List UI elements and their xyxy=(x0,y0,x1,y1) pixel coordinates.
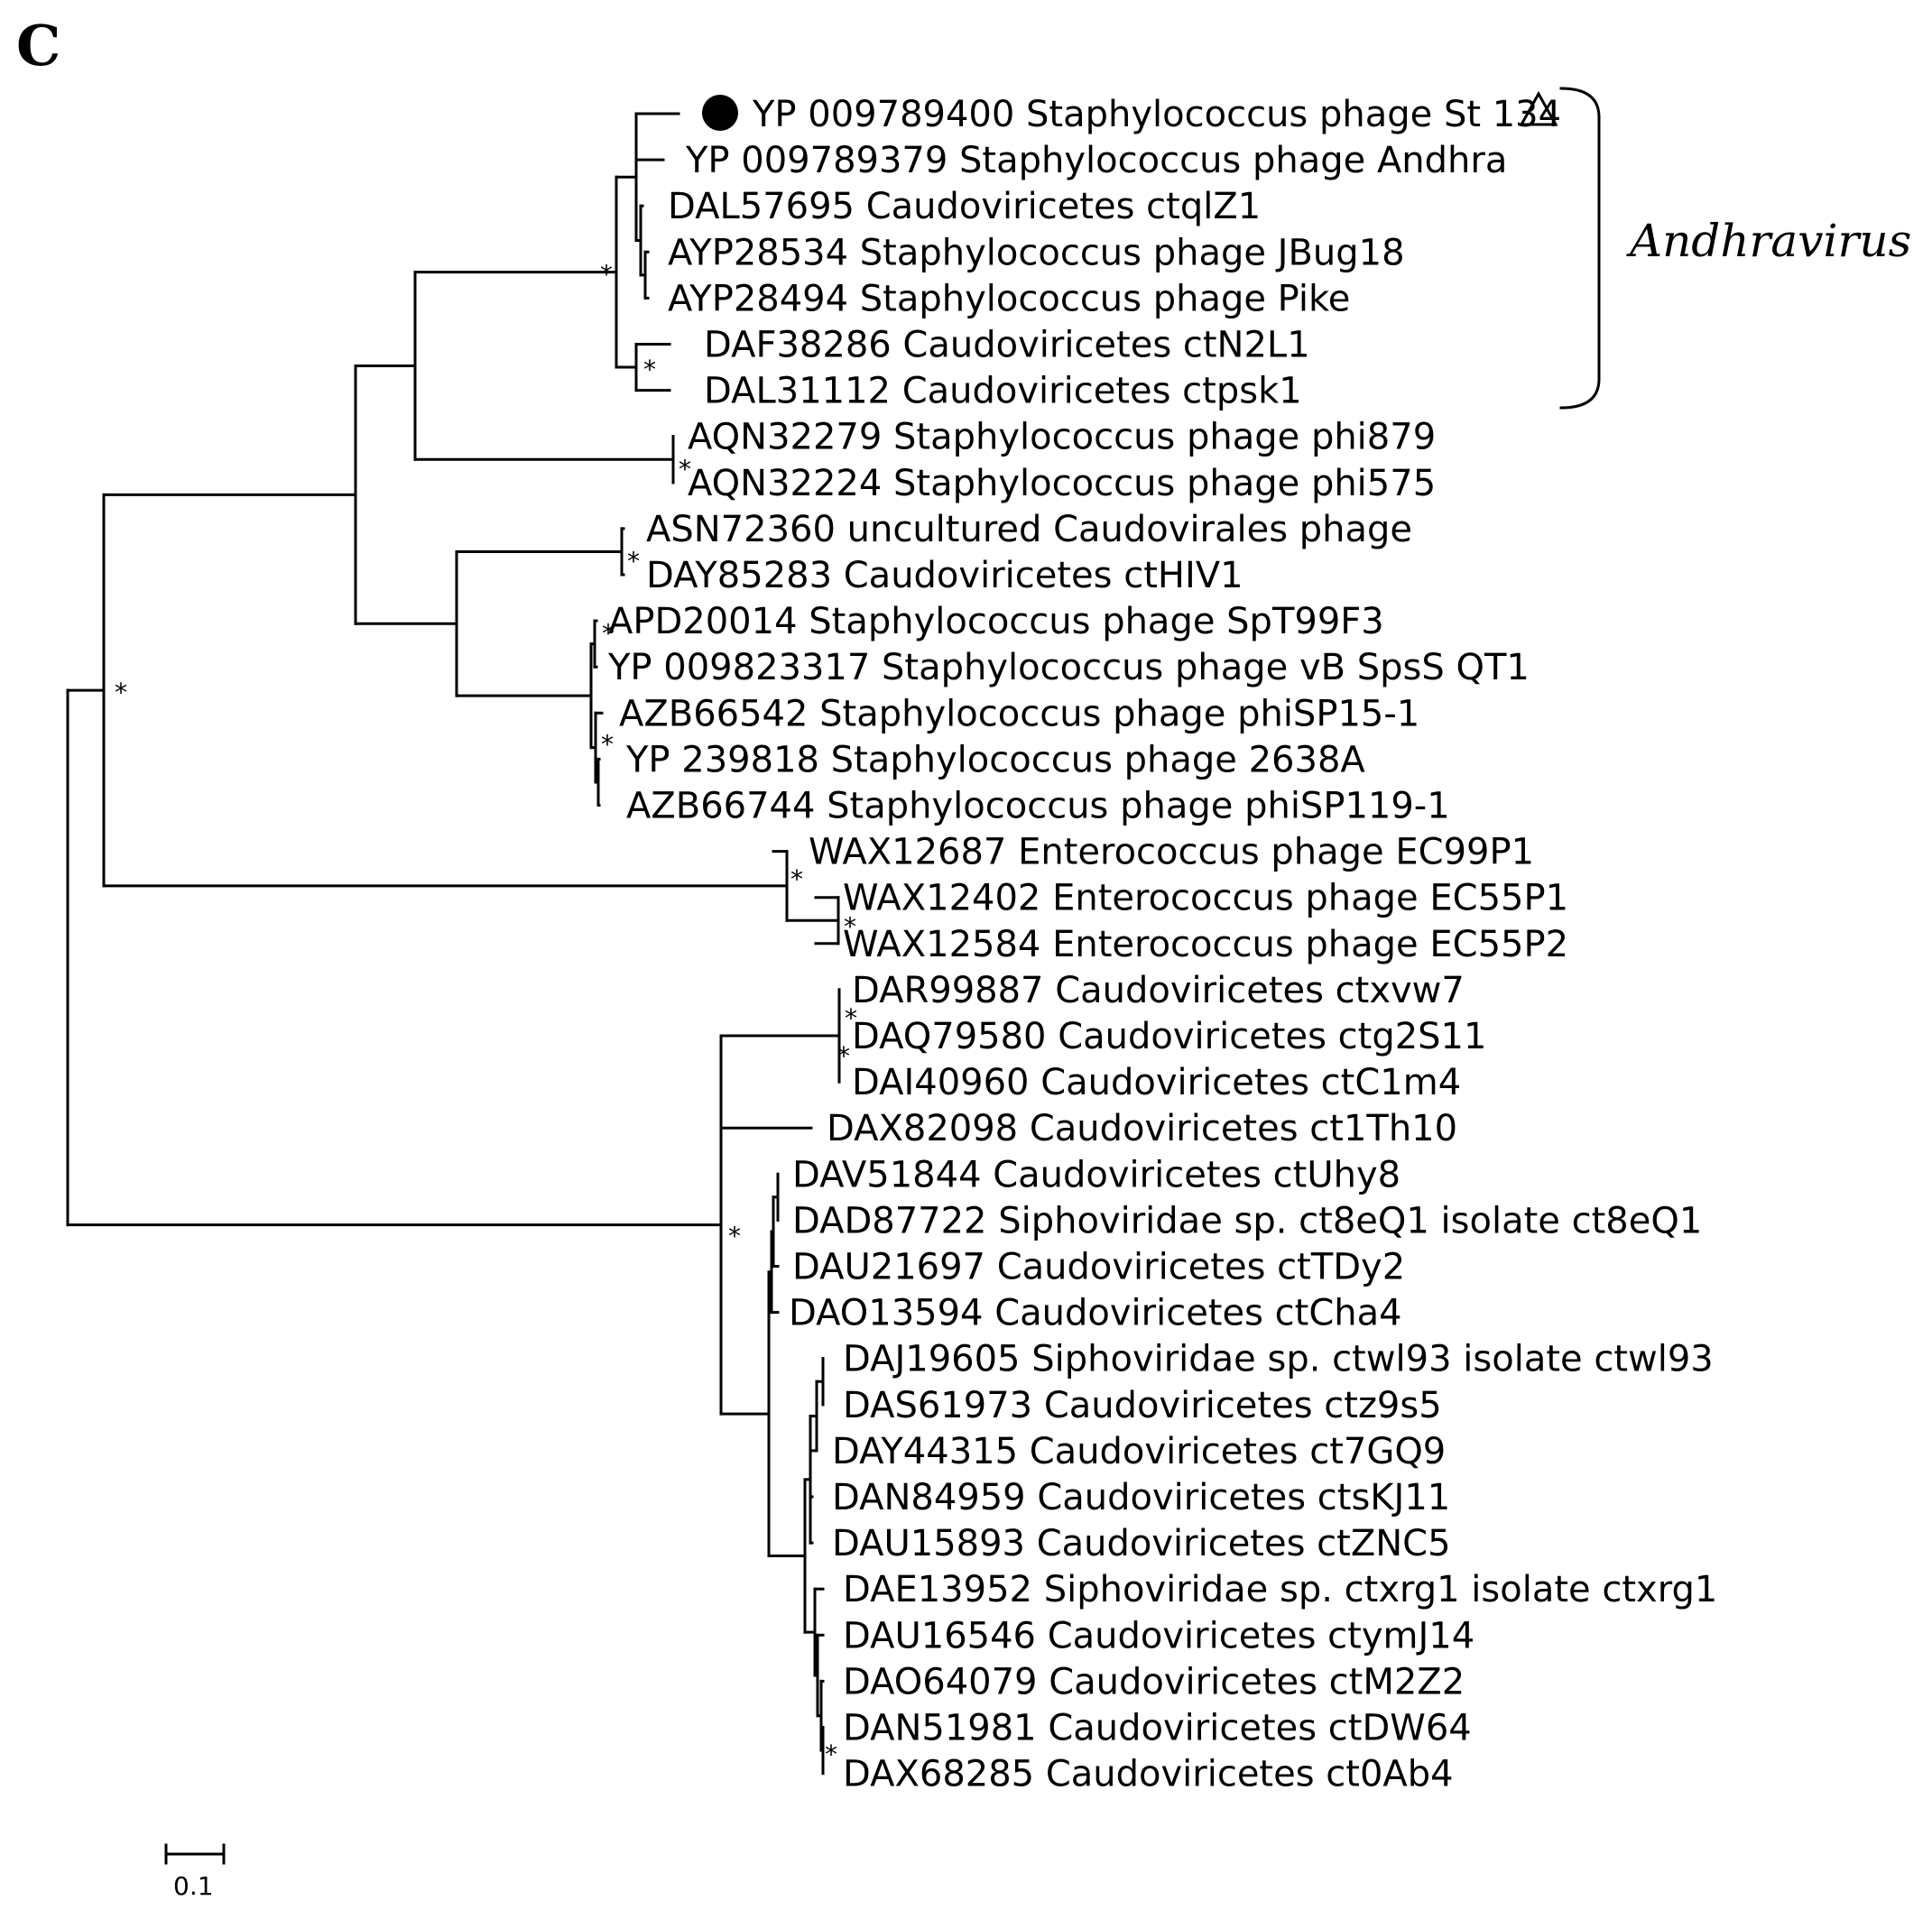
leaf-label: AZB66744 Staphylococcus phage phiSP119-1 xyxy=(626,786,1450,827)
leaf-label: YP 009789400 Staphylococcus phage St 134 xyxy=(752,94,1561,135)
leaf-label: DAE13952 Siphoviridae sp. ctxrg1 isolate… xyxy=(843,1569,1717,1610)
support-star: * xyxy=(600,260,613,290)
leaf-label: YP 009823317 Staphylococcus phage vB Sps… xyxy=(607,647,1530,688)
genus-label: Andhravirus xyxy=(1626,215,1911,267)
open-triangle-icon xyxy=(1519,90,1558,126)
leaf-label: DAX82098 Caudoviricetes ct1Th10 xyxy=(827,1108,1457,1149)
leaf-label: DAY44315 Caudoviricetes ct7GQ9 xyxy=(832,1431,1446,1472)
scale-bar-label: 0.1 xyxy=(173,1871,214,1901)
leaf-label: APD20014 Staphylococcus phage SpT99F3 xyxy=(608,601,1384,642)
leaf-label: DAO13594 Caudoviricetes ctCha4 xyxy=(789,1293,1402,1334)
leaf-label: ASN72360 uncultured Caudovirales phage xyxy=(646,509,1412,550)
leaf-label: DAV51844 Caudoviricetes ctUhy8 xyxy=(792,1154,1400,1195)
support-star: * xyxy=(844,911,856,941)
support-star: * xyxy=(790,864,803,894)
leaf-label: WAX12687 Enterococcus phage EC99P1 xyxy=(809,832,1534,873)
filled-circle-icon xyxy=(702,95,738,131)
leaf-label: DAN51981 Caudoviricetes ctDW64 xyxy=(843,1708,1472,1749)
leaf-labels: YP 009789400 Staphylococcus phage St 134… xyxy=(607,94,1717,1795)
leaf-label: DAO64079 Caudoviricetes ctM2Z2 xyxy=(843,1661,1465,1702)
support-star: * xyxy=(837,1041,850,1071)
leaf-label: DAN84959 Caudoviricetes ctsKJ11 xyxy=(832,1477,1450,1518)
leaf-label: AQN32279 Staphylococcus phage phi879 xyxy=(688,417,1436,458)
support-star: * xyxy=(601,730,614,760)
leaf-label: DAQ79580 Caudoviricetes ctg2S11 xyxy=(852,1016,1486,1057)
leaf-label: DAU15893 Caudoviricetes ctZNC5 xyxy=(832,1523,1451,1564)
leaf-label: DAF38286 Caudoviricetes ctN2L1 xyxy=(704,325,1310,366)
panel-label: C xyxy=(16,13,60,78)
support-star: * xyxy=(602,619,615,649)
leaf-label: DAU16546 Caudoviricetes ctymJ14 xyxy=(843,1615,1474,1656)
support-star: * xyxy=(825,1739,837,1769)
leaf-label: YP 009789379 Staphylococcus phage Andhra xyxy=(685,140,1507,181)
leaf-label: YP 239818 Staphylococcus phage 2638A xyxy=(625,739,1365,780)
support-star: * xyxy=(115,678,127,707)
leaf-label: DAI40960 Caudoviricetes ctC1m4 xyxy=(852,1062,1461,1103)
leaf-label: AYP28534 Staphylococcus phage JBug18 xyxy=(668,232,1405,273)
support-star: * xyxy=(728,1222,741,1251)
leaf-label: DAJ19605 Siphoviridae sp. ctwl93 isolate… xyxy=(843,1339,1714,1380)
support-star: * xyxy=(643,355,656,384)
support-markers: * * * * * * * * * * * * * xyxy=(115,260,857,1769)
leaf-label: DAL31112 Caudoviricetes ctpsk1 xyxy=(704,371,1302,412)
leaf-label: AZB66542 Staphylococcus phage phiSP15-1 xyxy=(619,693,1419,734)
leaf-label: AYP28494 Staphylococcus phage Pike xyxy=(668,278,1350,319)
leaf-label: DAY85283 Caudoviricetes ctHIV1 xyxy=(646,555,1243,596)
andhravirus-bracket xyxy=(1559,87,1601,410)
leaf-label: WAX12402 Enterococcus phage EC55P1 xyxy=(843,878,1568,919)
leaf-label: DAS61973 Caudoviricetes ctz9s5 xyxy=(843,1385,1442,1426)
leaf-label: WAX12584 Enterococcus phage EC55P2 xyxy=(843,924,1568,965)
support-star: * xyxy=(679,454,691,484)
leaf-label: DAL57695 Caudoviricetes ctqlZ1 xyxy=(668,186,1261,227)
support-star: * xyxy=(627,546,640,576)
leaf-label: AQN32224 Staphylococcus phage phi575 xyxy=(688,463,1436,504)
scale-bar: 0.1 xyxy=(164,1843,226,1901)
support-star: * xyxy=(845,1003,857,1033)
leaf-label: DAU21697 Caudoviricetes ctTDy2 xyxy=(792,1247,1405,1288)
leaf-label: DAR99887 Caudoviricetes ctxvw7 xyxy=(852,970,1465,1011)
leaf-label: DAX68285 Caudoviricetes ct0Ab4 xyxy=(843,1754,1454,1795)
tree-branches xyxy=(66,112,841,1776)
leaf-label: DAD87722 Siphoviridae sp. ct8eQ1 isolate… xyxy=(792,1200,1702,1241)
